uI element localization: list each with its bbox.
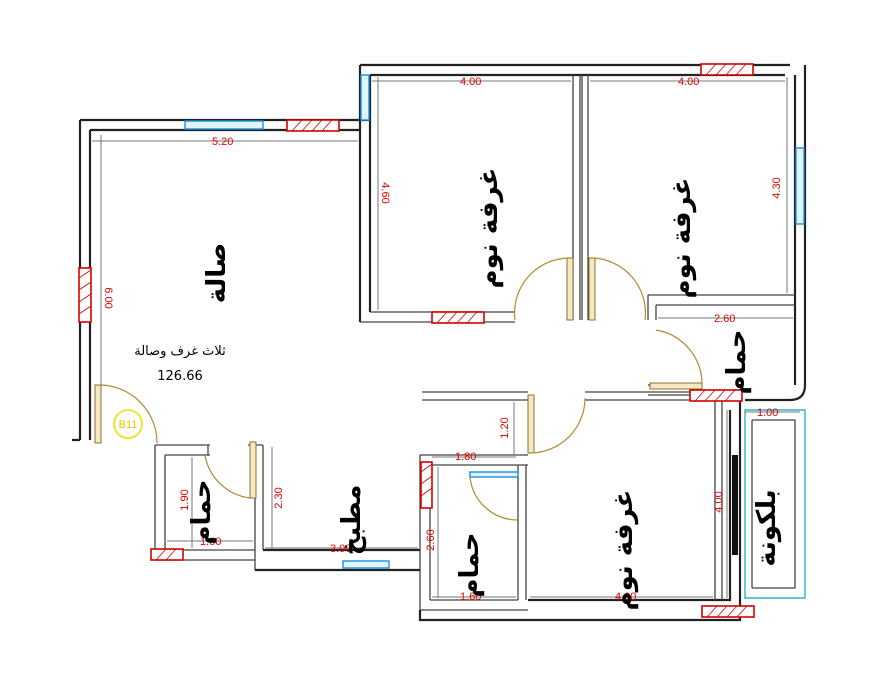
dim-bath-center-top: 1.80: [455, 451, 476, 463]
dimension-labels: 5.20 6.00 4.00 4.60 4.00 4.30 2.60 1.20 …: [102, 76, 783, 603]
room-kitchen: مطبخ: [337, 485, 367, 556]
room-bedroom-1: غرفة نوم: [474, 168, 504, 289]
entrance-door-leaf: [94, 384, 102, 444]
bath-sw-door-swing: [204, 454, 251, 499]
dim-bed3-width: 4.00: [615, 591, 636, 603]
window-bedroom2-east: [795, 147, 805, 225]
window-bath-ne: [689, 389, 743, 402]
dim-bath-sw-width: 1.60: [200, 536, 221, 548]
dim-bath-center-height: 2.60: [425, 529, 437, 550]
room-balcony: بلكونة: [752, 489, 782, 566]
room-bath-center: حمام: [455, 533, 485, 598]
room-salon: صالة: [202, 243, 232, 303]
dim-balcony-width: 1.00: [757, 407, 778, 419]
doors: [94, 257, 703, 521]
plan-area: 126.66: [157, 369, 203, 384]
plan-title: ثلاث غرف وصالة: [134, 344, 226, 359]
bedroom2-door-leaf: [588, 257, 596, 321]
window-bedroom1-south: [431, 311, 485, 324]
window-bath-sw: [150, 548, 184, 561]
window-salon-east: [360, 74, 370, 121]
window-bath-center-west: [420, 461, 433, 509]
dim-kitchen-height: 2.30: [273, 487, 285, 508]
dim-bath-center-bottom: 1.60: [460, 591, 481, 603]
dim-kitchen-width: 3.00: [330, 543, 351, 555]
bedroom3-door-swing: [530, 397, 586, 454]
room-bath-sw: حمام: [187, 480, 217, 545]
dim-bed3-height: 4.00: [713, 491, 725, 512]
room-bedroom-2: غرفة نوم: [667, 178, 697, 299]
room-labels: صالة غرفة نوم غرفة نوم حمام غرفة نوم بلك…: [187, 168, 782, 611]
window-bedroom3-south: [701, 605, 755, 618]
dim-salon-width: 5.20: [212, 136, 233, 148]
bath-sw-door-leaf: [249, 441, 257, 499]
windows: [78, 63, 805, 618]
bedroom1-door-leaf: [566, 257, 574, 321]
bedroom2-door-swing: [591, 257, 647, 321]
balcony-door: [732, 455, 738, 555]
dim-bath-ne-width: 2.60: [714, 313, 735, 325]
plan-notes: ثلاث غرف وصالة 126.66 B11: [113, 344, 226, 439]
room-bath-ne: حمام: [722, 330, 752, 395]
dim-bed1-height: 4.60: [379, 182, 391, 203]
window-bedroom2-north: [700, 63, 754, 76]
window-salon-west: [78, 267, 92, 323]
window-salon-north-red: [286, 119, 340, 132]
dim-bed2-height: 4.30: [771, 177, 783, 198]
bath-ne-door-swing: [655, 329, 703, 386]
dim-bed2-width: 4.00: [678, 76, 699, 88]
bath-ne-door-leaf: [649, 382, 703, 390]
bedroom3-door-leaf: [527, 394, 535, 454]
bedroom1-door-swing: [513, 257, 571, 321]
bath-center-door-swing: [469, 476, 519, 521]
unit-tag-circle: [113, 409, 143, 439]
window-kitchen-south: [342, 560, 390, 569]
room-bedroom-3: غرفة نوم: [609, 490, 639, 611]
dim-bed1-width: 4.00: [460, 76, 481, 88]
dim-corridor-height: 1.20: [499, 417, 511, 438]
dim-salon-height: 6.00: [102, 287, 114, 308]
dim-bath-sw-height: 1.90: [179, 489, 191, 510]
unit-tag: B11: [119, 419, 138, 431]
dimension-lines: [92, 77, 800, 598]
entrance-door-swing: [100, 384, 158, 444]
window-salon-north: [184, 120, 264, 130]
window-bath-center: [469, 471, 519, 478]
